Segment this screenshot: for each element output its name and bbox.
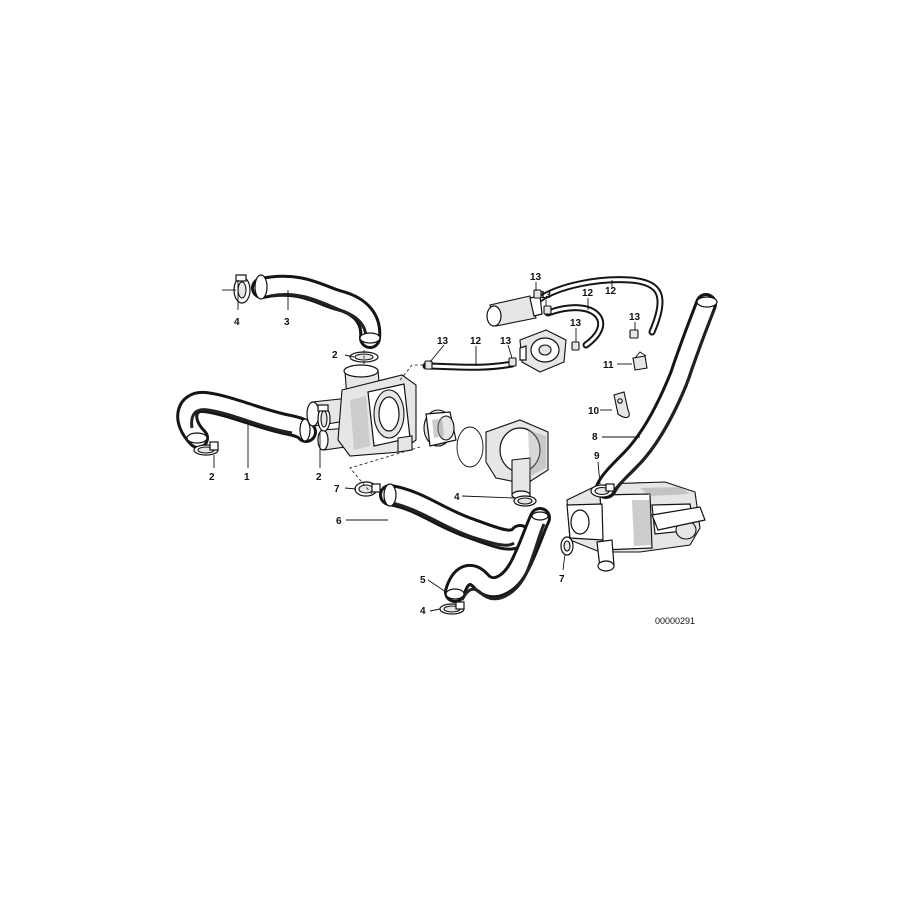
callout-11: 11 <box>603 360 614 371</box>
clip-13d <box>424 360 433 370</box>
callout-4: 4 <box>234 317 240 328</box>
callout-1: 1 <box>244 472 250 483</box>
hose-8 <box>595 293 718 499</box>
callout-2: 2 <box>316 472 322 483</box>
clip-13b <box>543 305 552 315</box>
clip-13f <box>629 329 639 339</box>
hose-3 <box>251 274 382 349</box>
clip-13e <box>508 357 517 367</box>
callout-12: 12 <box>605 286 617 297</box>
hose-12-long <box>534 276 664 336</box>
callout-13: 13 <box>530 272 542 283</box>
hose-clamp-4-bottom <box>439 601 465 615</box>
callout-labels: 4 3 2 1 2 2 7 6 4 5 4 7 9 8 10 11 13 12 … <box>209 272 641 617</box>
hose-12-short <box>544 304 605 349</box>
engine-block-housing <box>566 481 706 572</box>
callout-2: 2 <box>332 350 338 361</box>
hose-clamp-2-left <box>193 441 219 456</box>
hose-clamp-4-top <box>233 274 251 304</box>
hose-clamp-9 <box>590 483 615 498</box>
callout-7: 7 <box>334 484 340 495</box>
callout-9: 9 <box>594 451 600 462</box>
bracket-10 <box>613 391 630 419</box>
clip-13c <box>571 341 580 351</box>
callout-3: 3 <box>284 317 290 328</box>
callout-7: 7 <box>559 574 565 585</box>
clip-13a <box>533 289 542 299</box>
thermostat-cover <box>485 419 549 500</box>
callout-13: 13 <box>570 318 582 329</box>
callout-13: 13 <box>437 336 449 347</box>
hose-1 <box>176 390 317 449</box>
callout-2: 2 <box>209 472 215 483</box>
callout-12: 12 <box>582 288 594 299</box>
callout-13: 13 <box>629 312 641 323</box>
callout-8: 8 <box>592 432 598 443</box>
hose-12-left <box>422 360 516 371</box>
hose-clamp-7-right <box>560 536 574 556</box>
hose-clamp-7-left <box>354 481 381 497</box>
hose-5 <box>444 507 551 603</box>
hose-clamp-4-mid <box>513 495 537 507</box>
hose-6 <box>379 483 531 551</box>
leader-lines <box>213 280 640 612</box>
gasket-ring <box>456 426 484 468</box>
callout-4: 4 <box>454 492 460 503</box>
callout-13: 13 <box>540 290 552 301</box>
thermostat-housing <box>306 364 417 457</box>
callout-12: 12 <box>470 336 482 347</box>
callout-5: 5 <box>420 575 426 586</box>
callout-10: 10 <box>588 406 600 417</box>
diagram-reference-number: 00000291 <box>655 616 695 626</box>
hose-clamp-2-mid <box>317 404 331 432</box>
thermostat <box>423 409 457 447</box>
hose-holder-11 <box>632 351 648 371</box>
callout-4: 4 <box>420 606 426 617</box>
vacuum-valve <box>519 329 567 373</box>
assembly-lines <box>349 350 424 495</box>
callout-6: 6 <box>336 516 342 527</box>
callout-13: 13 <box>500 336 512 347</box>
temperature-sensor <box>486 295 543 327</box>
